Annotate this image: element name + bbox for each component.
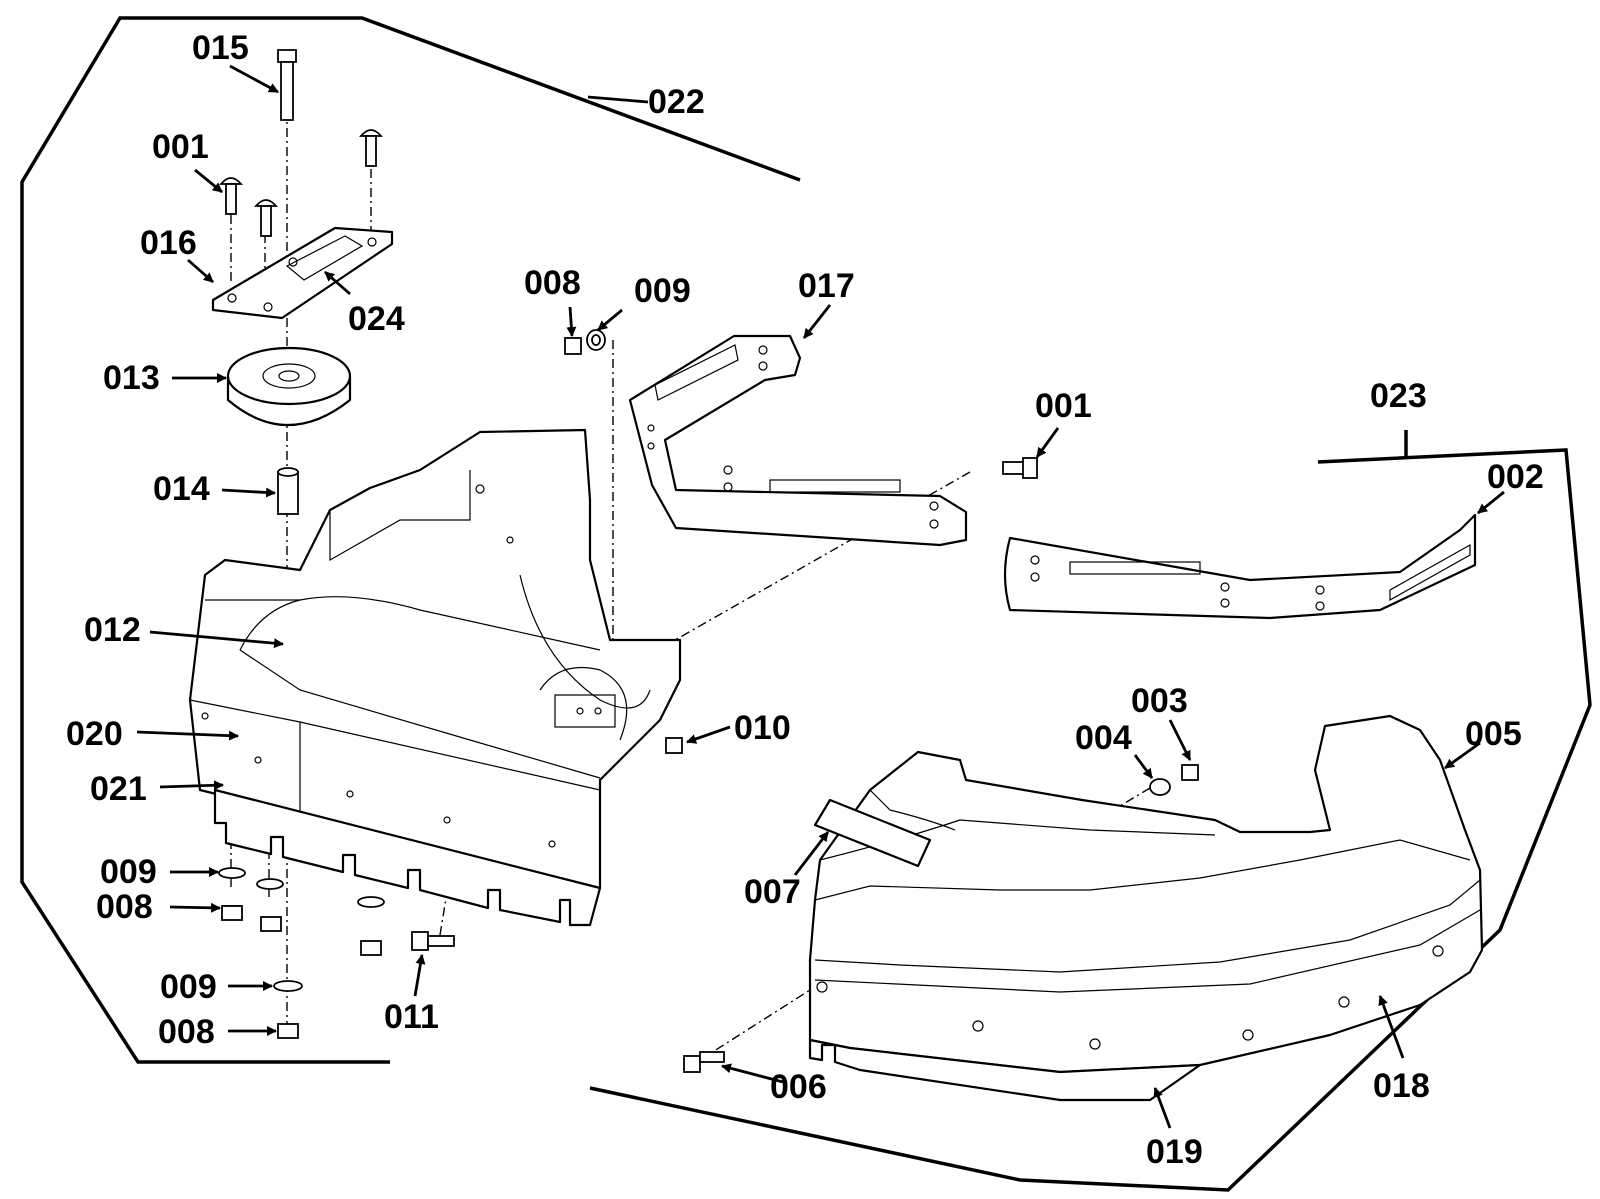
- bolt-006: [683, 1051, 725, 1073]
- callout-009: 009: [100, 853, 157, 891]
- nut-010: [665, 737, 683, 754]
- callout-001: 001: [152, 128, 209, 166]
- mount-plate-016: [211, 226, 394, 320]
- callout-011: 011: [384, 998, 439, 1036]
- callout-023: 023: [1370, 377, 1427, 415]
- callout-015: 015: [192, 29, 249, 67]
- bolt-001-right: [1002, 457, 1038, 479]
- callout-007: 007: [744, 873, 801, 911]
- callout-017: 017: [798, 267, 855, 305]
- assembly-line: [699, 989, 811, 1061]
- callout-021: 021: [90, 770, 147, 808]
- callout-009: 009: [634, 272, 691, 310]
- screw-001-set: [219, 129, 383, 237]
- callout-022: 022: [648, 83, 705, 121]
- callout-020: 020: [66, 715, 123, 753]
- bolt-011: [411, 931, 455, 951]
- scraper-019: [808, 1038, 1202, 1102]
- leaders: [136, 64, 1505, 1129]
- group-frame-022: [20, 16, 801, 1064]
- group-frame-023: [589, 448, 1592, 1192]
- callout-003: 003: [1131, 682, 1188, 720]
- bracket-002: [1003, 513, 1477, 620]
- washer-nut-set-left: [218, 867, 385, 1039]
- nut-washer-008-009-top: [564, 329, 606, 355]
- deflector-body-012: [188, 428, 682, 890]
- callout-009: 009: [160, 968, 217, 1006]
- washer-nut-003-004: [1149, 764, 1199, 796]
- callout-024: 024: [348, 300, 405, 338]
- callout-006: 006: [770, 1068, 827, 1106]
- callout-018: 018: [1373, 1067, 1430, 1105]
- callout-013: 013: [103, 359, 160, 397]
- callout-014: 014: [153, 470, 210, 508]
- bolt-015: [277, 49, 297, 121]
- scraper-021: [213, 788, 602, 927]
- callout-005: 005: [1465, 715, 1522, 753]
- callout-016: 016: [140, 224, 197, 262]
- callout-001: 001: [1035, 387, 1092, 425]
- callout-008: 008: [524, 264, 581, 302]
- spacer-014: [277, 467, 299, 515]
- roller-013: [226, 346, 352, 426]
- callout-008: 008: [158, 1013, 215, 1051]
- callout-002: 002: [1487, 458, 1544, 496]
- callout-004: 004: [1075, 719, 1132, 757]
- bracket-017: [628, 334, 968, 547]
- callout-019: 019: [1146, 1133, 1203, 1171]
- handle-007: [813, 798, 932, 868]
- callout-008: 008: [96, 888, 153, 926]
- callout-010: 010: [734, 709, 791, 747]
- callout-012: 012: [84, 611, 141, 649]
